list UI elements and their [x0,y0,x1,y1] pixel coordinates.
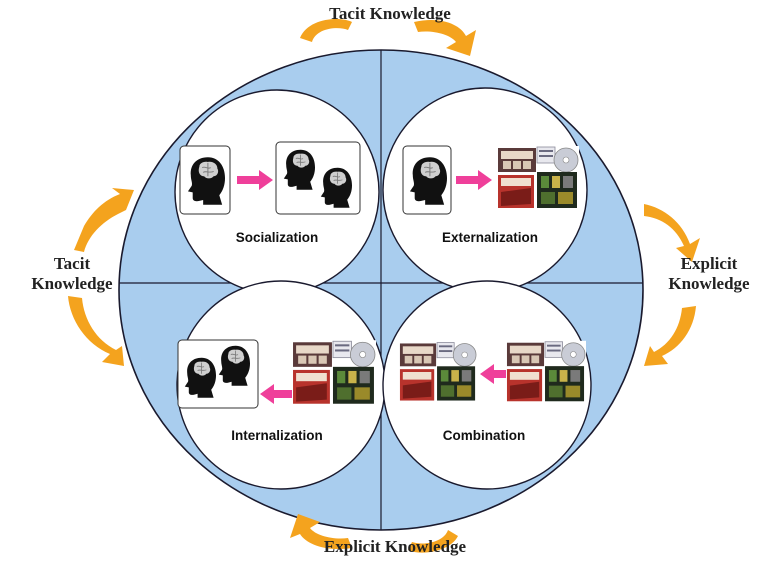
right-edge-label-line2: Knowledge [668,274,750,293]
top-edge-label: Tacit Knowledge [329,4,451,23]
combination-documents-icon-left [399,341,477,403]
left-edge-label-line2: Knowledge [31,274,113,293]
combination-documents-icon-right [506,340,586,404]
left-cycle-arrow-icon [68,188,134,366]
internalization-documents-icon [292,340,376,406]
left-edge-label: Tacit Knowledge [22,254,122,294]
externalization-head-icon [402,145,452,215]
externalization-label: Externalization [441,230,539,245]
socialization-from-head-icon [179,145,231,215]
internalization-label: Internalization [231,428,323,443]
right-cycle-arrow-icon [644,204,700,366]
right-edge-label-line1: Explicit [680,254,738,273]
right-edge-label: Explicit Knowledge [660,254,758,294]
combination-label: Combination [442,428,526,443]
socialization-two-heads-icon [275,141,361,215]
bottom-cycle-arrow-icon [290,514,458,553]
bottom-edge-label: Explicit Knowledge [323,537,467,556]
left-edge-label-line1: Tacit [53,254,91,273]
combination-circle [382,280,592,490]
externalization-documents-icon [497,146,579,210]
internalization-two-heads-icon [177,339,259,409]
top-cycle-arrow-icon [300,19,476,56]
socialization-label: Socialization [235,230,319,245]
